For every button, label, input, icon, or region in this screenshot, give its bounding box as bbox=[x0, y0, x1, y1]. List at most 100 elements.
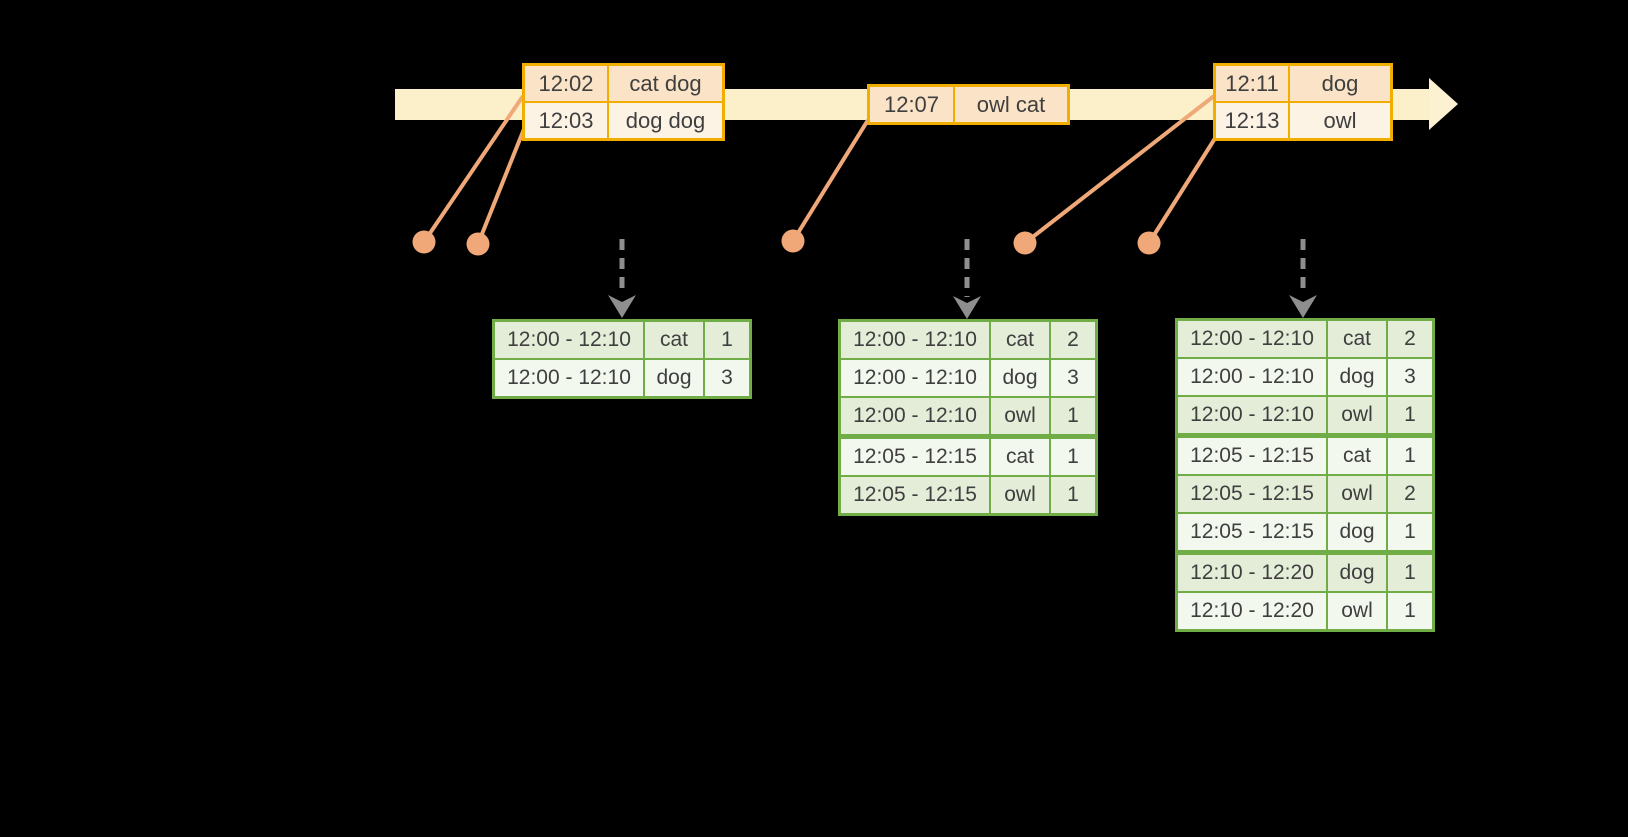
table-row: 12:00 - 12:10 owl 1 bbox=[841, 398, 1095, 434]
word-cell: cat bbox=[1328, 438, 1386, 474]
event-words-cell: dog dog bbox=[609, 103, 722, 138]
event-time: 12:07 bbox=[883, 91, 940, 117]
trigger-arrowheads bbox=[608, 295, 1317, 319]
count-value: 1 bbox=[1067, 483, 1079, 506]
event-words: owl cat bbox=[976, 91, 1046, 117]
count-value: 1 bbox=[1404, 599, 1416, 622]
event-connector-line bbox=[1147, 130, 1221, 245]
event-words: owl bbox=[1323, 107, 1357, 133]
table-row: 12:00 - 12:10 owl 1 bbox=[1178, 397, 1432, 433]
event-connector-line bbox=[791, 118, 870, 243]
count-value: 1 bbox=[1067, 445, 1079, 468]
table-row: 12:00 - 12:10 cat 2 bbox=[1178, 321, 1432, 357]
window-label: 12:05 - 12:15 bbox=[1190, 444, 1314, 467]
word-label: cat bbox=[1342, 444, 1371, 467]
window-cell: 12:05 - 12:15 bbox=[1178, 476, 1326, 512]
window-label: 12:05 - 12:15 bbox=[1190, 482, 1314, 505]
word-label: owl bbox=[1341, 599, 1373, 622]
count-cell: 3 bbox=[1388, 359, 1432, 395]
count-cell: 1 bbox=[1051, 477, 1095, 513]
count-value: 1 bbox=[1404, 561, 1416, 584]
word-cell: cat bbox=[645, 322, 703, 358]
word-cell: cat bbox=[991, 322, 1049, 358]
count-value: 3 bbox=[1067, 366, 1079, 389]
window-label: 12:00 - 12:10 bbox=[853, 404, 977, 427]
event-time-cell: 12:03 bbox=[525, 103, 607, 138]
event-time-cell: 12:13 bbox=[1216, 103, 1288, 138]
count-value: 1 bbox=[1404, 403, 1416, 426]
window-label: 12:10 - 12:20 bbox=[1190, 561, 1314, 584]
count-cell: 1 bbox=[1388, 397, 1432, 433]
event-marker-dot bbox=[1013, 231, 1037, 255]
window-label: 12:05 - 12:15 bbox=[1190, 520, 1314, 543]
count-value: 1 bbox=[1404, 520, 1416, 543]
word-cell: dog bbox=[991, 360, 1049, 396]
event-connector-line bbox=[422, 94, 525, 244]
count-cell: 1 bbox=[705, 322, 749, 358]
window-label: 12:05 - 12:15 bbox=[853, 445, 977, 468]
window-cell: 12:00 - 12:10 bbox=[841, 398, 989, 434]
event-words-cell: owl cat bbox=[955, 87, 1067, 122]
count-cell: 3 bbox=[705, 360, 749, 396]
window-label: 12:00 - 12:10 bbox=[853, 366, 977, 389]
word-label: dog bbox=[1002, 366, 1038, 389]
word-label: dog bbox=[1339, 365, 1375, 388]
result-table-2: 12:00 - 12:10 cat 2 12:00 - 12:10 dog 3 … bbox=[838, 319, 1098, 516]
event-time: 12:13 bbox=[1224, 107, 1280, 133]
window-cell: 12:10 - 12:20 bbox=[1178, 555, 1326, 591]
word-cell: owl bbox=[1328, 397, 1386, 433]
word-label: cat bbox=[659, 328, 688, 351]
event-table-2: 12:07 owl cat bbox=[867, 84, 1070, 125]
count-cell: 1 bbox=[1051, 398, 1095, 434]
table-row: 12:00 - 12:10 dog 3 bbox=[1178, 359, 1432, 395]
window-label: 12:00 - 12:10 bbox=[507, 366, 631, 389]
count-value: 3 bbox=[721, 366, 733, 389]
window-label: 12:00 - 12:10 bbox=[1190, 327, 1314, 350]
word-cell: cat bbox=[1328, 321, 1386, 357]
down-arrowhead-icon bbox=[1289, 295, 1317, 318]
word-label: dog bbox=[1339, 561, 1375, 584]
window-label: 12:00 - 12:10 bbox=[1190, 403, 1314, 426]
table-row: 12:11 dog bbox=[1216, 66, 1390, 101]
window-cell: 12:05 - 12:15 bbox=[841, 439, 989, 475]
word-cell: owl bbox=[991, 477, 1049, 513]
count-cell: 2 bbox=[1051, 322, 1095, 358]
down-arrowhead-icon bbox=[608, 295, 636, 318]
event-marker-dot bbox=[1137, 231, 1161, 255]
event-words-cell: dog bbox=[1290, 66, 1390, 101]
event-time-cell: 12:07 bbox=[870, 87, 953, 122]
count-cell: 2 bbox=[1388, 321, 1432, 357]
result-table-3: 12:00 - 12:10 cat 2 12:00 - 12:10 dog 3 … bbox=[1175, 318, 1435, 632]
window-label: 12:00 - 12:10 bbox=[1190, 365, 1314, 388]
table-row: 12:03 dog dog bbox=[525, 103, 722, 138]
window-label: 12:10 - 12:20 bbox=[1190, 599, 1314, 622]
count-value: 2 bbox=[1404, 482, 1416, 505]
table-row: 12:00 - 12:10 dog 3 bbox=[841, 360, 1095, 396]
word-cell: dog bbox=[1328, 359, 1386, 395]
count-cell: 1 bbox=[1388, 593, 1432, 629]
window-cell: 12:00 - 12:10 bbox=[1178, 397, 1326, 433]
table-row: 12:05 - 12:15 owl 1 bbox=[841, 477, 1095, 513]
event-words: dog bbox=[1321, 70, 1359, 96]
word-cell: owl bbox=[1328, 593, 1386, 629]
word-cell: dog bbox=[1328, 555, 1386, 591]
table-row: 12:05 - 12:15 dog 1 bbox=[1178, 514, 1432, 550]
table-row: 12:13 owl bbox=[1216, 103, 1390, 138]
count-cell: 2 bbox=[1388, 476, 1432, 512]
event-connector-line bbox=[1023, 94, 1216, 245]
event-time: 12:03 bbox=[538, 107, 594, 133]
count-cell: 1 bbox=[1388, 438, 1432, 474]
event-connector-lines bbox=[422, 94, 1221, 245]
word-cell: dog bbox=[1328, 514, 1386, 550]
window-cell: 12:00 - 12:10 bbox=[841, 360, 989, 396]
word-label: owl bbox=[1341, 482, 1373, 505]
word-label: owl bbox=[1004, 404, 1036, 427]
window-cell: 12:05 - 12:15 bbox=[1178, 438, 1326, 474]
word-label: owl bbox=[1004, 483, 1036, 506]
window-cell: 12:00 - 12:10 bbox=[1178, 359, 1326, 395]
window-label: 12:00 - 12:10 bbox=[853, 328, 977, 351]
count-value: 3 bbox=[1404, 365, 1416, 388]
table-row: 12:07 owl cat bbox=[870, 87, 1067, 122]
event-marker-dot bbox=[412, 230, 436, 254]
